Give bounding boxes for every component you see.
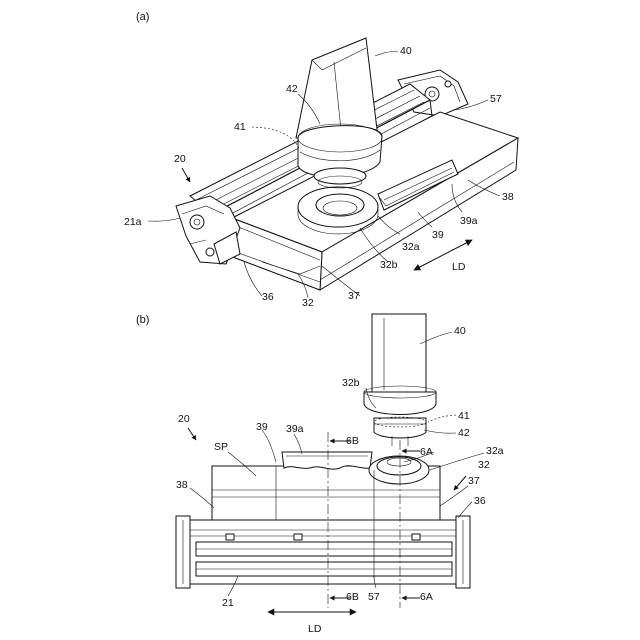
ref-b-21: 21 [222, 597, 234, 609]
ref-a-42: 42 [286, 83, 298, 95]
ref-b-39: 39 [256, 421, 268, 433]
toner-bottle-40 [296, 38, 382, 188]
ref-b-32a: 32a [486, 445, 504, 457]
ref-b-6a-bot: 6A [420, 591, 433, 603]
ref-a-36: 36 [262, 291, 274, 303]
ref-a-39a: 39a [460, 215, 478, 227]
ref-b-42: 42 [458, 427, 470, 439]
ref-a-38: 38 [502, 191, 514, 203]
ref-a-41: 41 [234, 121, 246, 133]
ref-b-sp: SP [214, 441, 228, 453]
ref-a-32b: 32b [380, 259, 398, 271]
ref-b-6a-top: 6A [420, 446, 433, 458]
panel-b-label: (b) [136, 314, 149, 326]
ref-b-36: 36 [474, 495, 486, 507]
opening-39a [282, 452, 372, 469]
ref-b-32: 32 [478, 459, 490, 471]
drum-unit-left-end [176, 196, 240, 264]
ref-b-ld: LD [308, 623, 322, 635]
ref-b-6b-bot: 6B [346, 591, 359, 603]
ref-a-ld: LD [452, 261, 466, 273]
ref-b-40: 40 [454, 325, 466, 337]
ref-a-39: 39 [432, 229, 444, 241]
panel-a: (a) [124, 11, 518, 309]
drum-unit-front [176, 516, 470, 588]
ref-b-32b: 32b [342, 377, 360, 389]
panel-b: (b) [136, 314, 504, 635]
ref-a-21a: 21a [124, 216, 142, 228]
ref-b-41: 41 [458, 410, 470, 422]
ref-b-57: 57 [368, 591, 380, 603]
ref-b-39a: 39a [286, 423, 304, 435]
panel-a-label: (a) [136, 11, 149, 23]
ref-b-37: 37 [468, 475, 480, 487]
ref-a-57: 57 [490, 93, 502, 105]
ref-a-20: 20 [174, 153, 186, 165]
toner-bottle-40-front [364, 314, 436, 446]
ref-a-32: 32 [302, 297, 314, 309]
ref-a-32a: 32a [402, 241, 420, 253]
ref-b-6b-top: 6B [346, 435, 359, 447]
ref-a-40: 40 [400, 45, 412, 57]
ref-b-20: 20 [178, 413, 190, 425]
ref-a-37: 37 [348, 290, 360, 302]
ref-b-38: 38 [176, 479, 188, 491]
